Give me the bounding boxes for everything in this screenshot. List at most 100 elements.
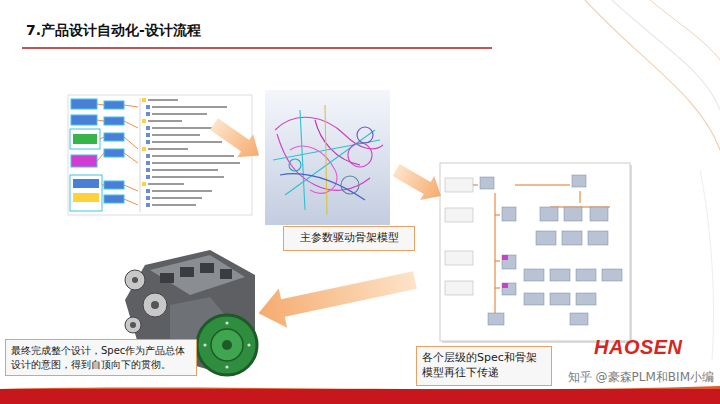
tree-screenshot-part-part <box>152 106 227 108</box>
tree-screenshot-part-part <box>152 190 212 192</box>
spec-flowchart-screenshot-part-part <box>495 193 496 313</box>
tree-screenshot-part-part <box>152 176 224 178</box>
engine-image-part <box>125 270 167 333</box>
decorative-arcs-part <box>650 0 720 60</box>
spec-flowchart-screenshot-part-part <box>588 231 608 245</box>
spec-flowchart-screenshot-part-part <box>495 288 500 289</box>
skeleton-model-image-part-part <box>348 143 372 167</box>
tree-screenshot-part-part <box>146 126 150 130</box>
spec-flowchart-screenshot-part <box>473 185 610 313</box>
spec-flowchart-screenshot-part-part <box>602 269 622 281</box>
spec-flowchart-screenshot-part-part <box>502 283 508 288</box>
tree-screenshot-part-part <box>124 105 138 107</box>
skeleton-model-image-part <box>265 90 390 225</box>
tree-screenshot-part-part <box>148 99 178 101</box>
caption-box: 主参数驱动骨架模型 <box>283 226 415 251</box>
tree-screenshot-part-part <box>146 154 150 158</box>
spec-flowchart-screenshot-part <box>445 178 473 295</box>
tree-screenshot-part-part <box>97 153 104 161</box>
spec-flowchart-screenshot-part <box>502 255 508 288</box>
spec-flowchart-screenshot-part-part <box>572 175 586 187</box>
tree-screenshot-part-part <box>142 119 146 123</box>
tree-screenshot-part-part <box>142 182 146 186</box>
spec-flowchart-screenshot-part-part <box>495 215 500 216</box>
tree-screenshot <box>68 95 252 215</box>
spec-flowchart-screenshot-part-part <box>502 207 516 221</box>
skeleton-model-image-part-part <box>341 176 359 194</box>
slide-title: 7.产品设计自动化-设计流程 <box>26 22 201 40</box>
tree-screenshot-part-part <box>97 120 104 121</box>
spec-flowchart-screenshot-part-part <box>473 185 478 186</box>
spec-flowchart-screenshot-part-part <box>445 208 473 222</box>
spec-flowchart-screenshot-part-part <box>502 255 508 260</box>
engine-image-part <box>150 255 245 295</box>
flow-arrows-part <box>254 260 419 332</box>
tree-screenshot-part-part <box>152 197 202 199</box>
spec-flowchart-screenshot-part-part <box>502 255 516 269</box>
engine-image-part-part <box>200 263 214 273</box>
tree-screenshot-part <box>97 104 138 205</box>
tree-screenshot-part <box>148 99 240 206</box>
tree-screenshot-part <box>68 95 252 215</box>
flow-arrows-part-part <box>206 113 267 167</box>
caption-text: 各个层级的Spec和骨架模型再往下传递 <box>422 351 546 381</box>
skeleton-model-image-part-part <box>300 110 305 210</box>
tree-screenshot-part <box>142 98 146 186</box>
spec-flowchart-screenshot-part-part <box>488 313 504 325</box>
spec-flowchart-screenshot-part-part <box>524 269 544 281</box>
flow-arrows-part-part <box>389 158 448 208</box>
engine-image-part <box>203 321 250 368</box>
tree-screenshot-part <box>73 179 99 188</box>
engine-image-part-part <box>160 273 174 283</box>
bottom-band <box>0 386 720 404</box>
spec-flowchart-screenshot-part-part <box>570 313 588 325</box>
skeleton-model-image-part-part <box>277 134 370 190</box>
skeleton-model-image-part-part <box>325 105 327 215</box>
tree-screenshot-part <box>70 175 102 211</box>
spec-flowchart-screenshot <box>440 163 632 343</box>
spec-flowchart-screenshot-part-part <box>515 185 570 186</box>
spec-flowchart-screenshot-part-part <box>550 293 570 305</box>
tree-screenshot-part-part <box>148 120 182 122</box>
tree-screenshot-part-part <box>152 141 222 143</box>
tree-screenshot-part <box>71 115 97 125</box>
tree-screenshot-part-part <box>102 185 104 186</box>
spec-flowchart-screenshot-part <box>480 175 622 325</box>
spec-flowchart-screenshot-part-part <box>536 231 556 245</box>
tree-screenshot-part-part <box>152 155 234 157</box>
engine-image-part-part <box>225 365 228 368</box>
flow-arrows-part <box>389 158 448 208</box>
spec-flowchart-screenshot-part-part <box>502 283 516 295</box>
engine-image-part <box>197 315 257 375</box>
tree-screenshot-part-part <box>146 161 150 165</box>
engine-image-part-part <box>203 343 206 346</box>
tree-screenshot-part-part <box>124 153 138 163</box>
spec-flowchart-screenshot-part-part <box>540 207 558 221</box>
engine-image-part-part <box>151 301 159 309</box>
watermark: 知乎 @豪森PLM和BIM小编 <box>568 369 714 386</box>
flow-arrows-part-part <box>254 260 419 332</box>
tree-screenshot-part-part <box>148 183 184 185</box>
tree-screenshot-part-part <box>152 134 200 136</box>
tree-screenshot-part-part <box>148 148 188 150</box>
tree-screenshot-part <box>104 181 124 189</box>
tree-screenshot-part-part <box>146 133 150 137</box>
skeleton-model-image-part-part <box>289 159 301 171</box>
spec-flowchart-screenshot-part-part <box>590 207 608 221</box>
tree-screenshot-part <box>140 98 141 212</box>
tree-screenshot-part-part <box>146 175 150 179</box>
tree-screenshot-part-part <box>124 121 138 128</box>
skeleton-model-image-part-part <box>285 130 375 195</box>
engine-image-part-part <box>180 267 194 277</box>
tree-screenshot-part <box>104 149 124 157</box>
spec-flowchart-screenshot-part <box>440 163 630 341</box>
tree-screenshot-part-part <box>146 189 150 193</box>
tree-screenshot-part <box>73 134 97 144</box>
spec-flowchart-screenshot-part-part <box>495 261 500 262</box>
engine-image-part-part <box>143 293 167 317</box>
tree-screenshot-part-part <box>124 185 138 191</box>
engine-image-part <box>160 263 232 283</box>
tree-screenshot-part <box>73 193 99 202</box>
skeleton-model-image-part-part <box>275 117 383 149</box>
